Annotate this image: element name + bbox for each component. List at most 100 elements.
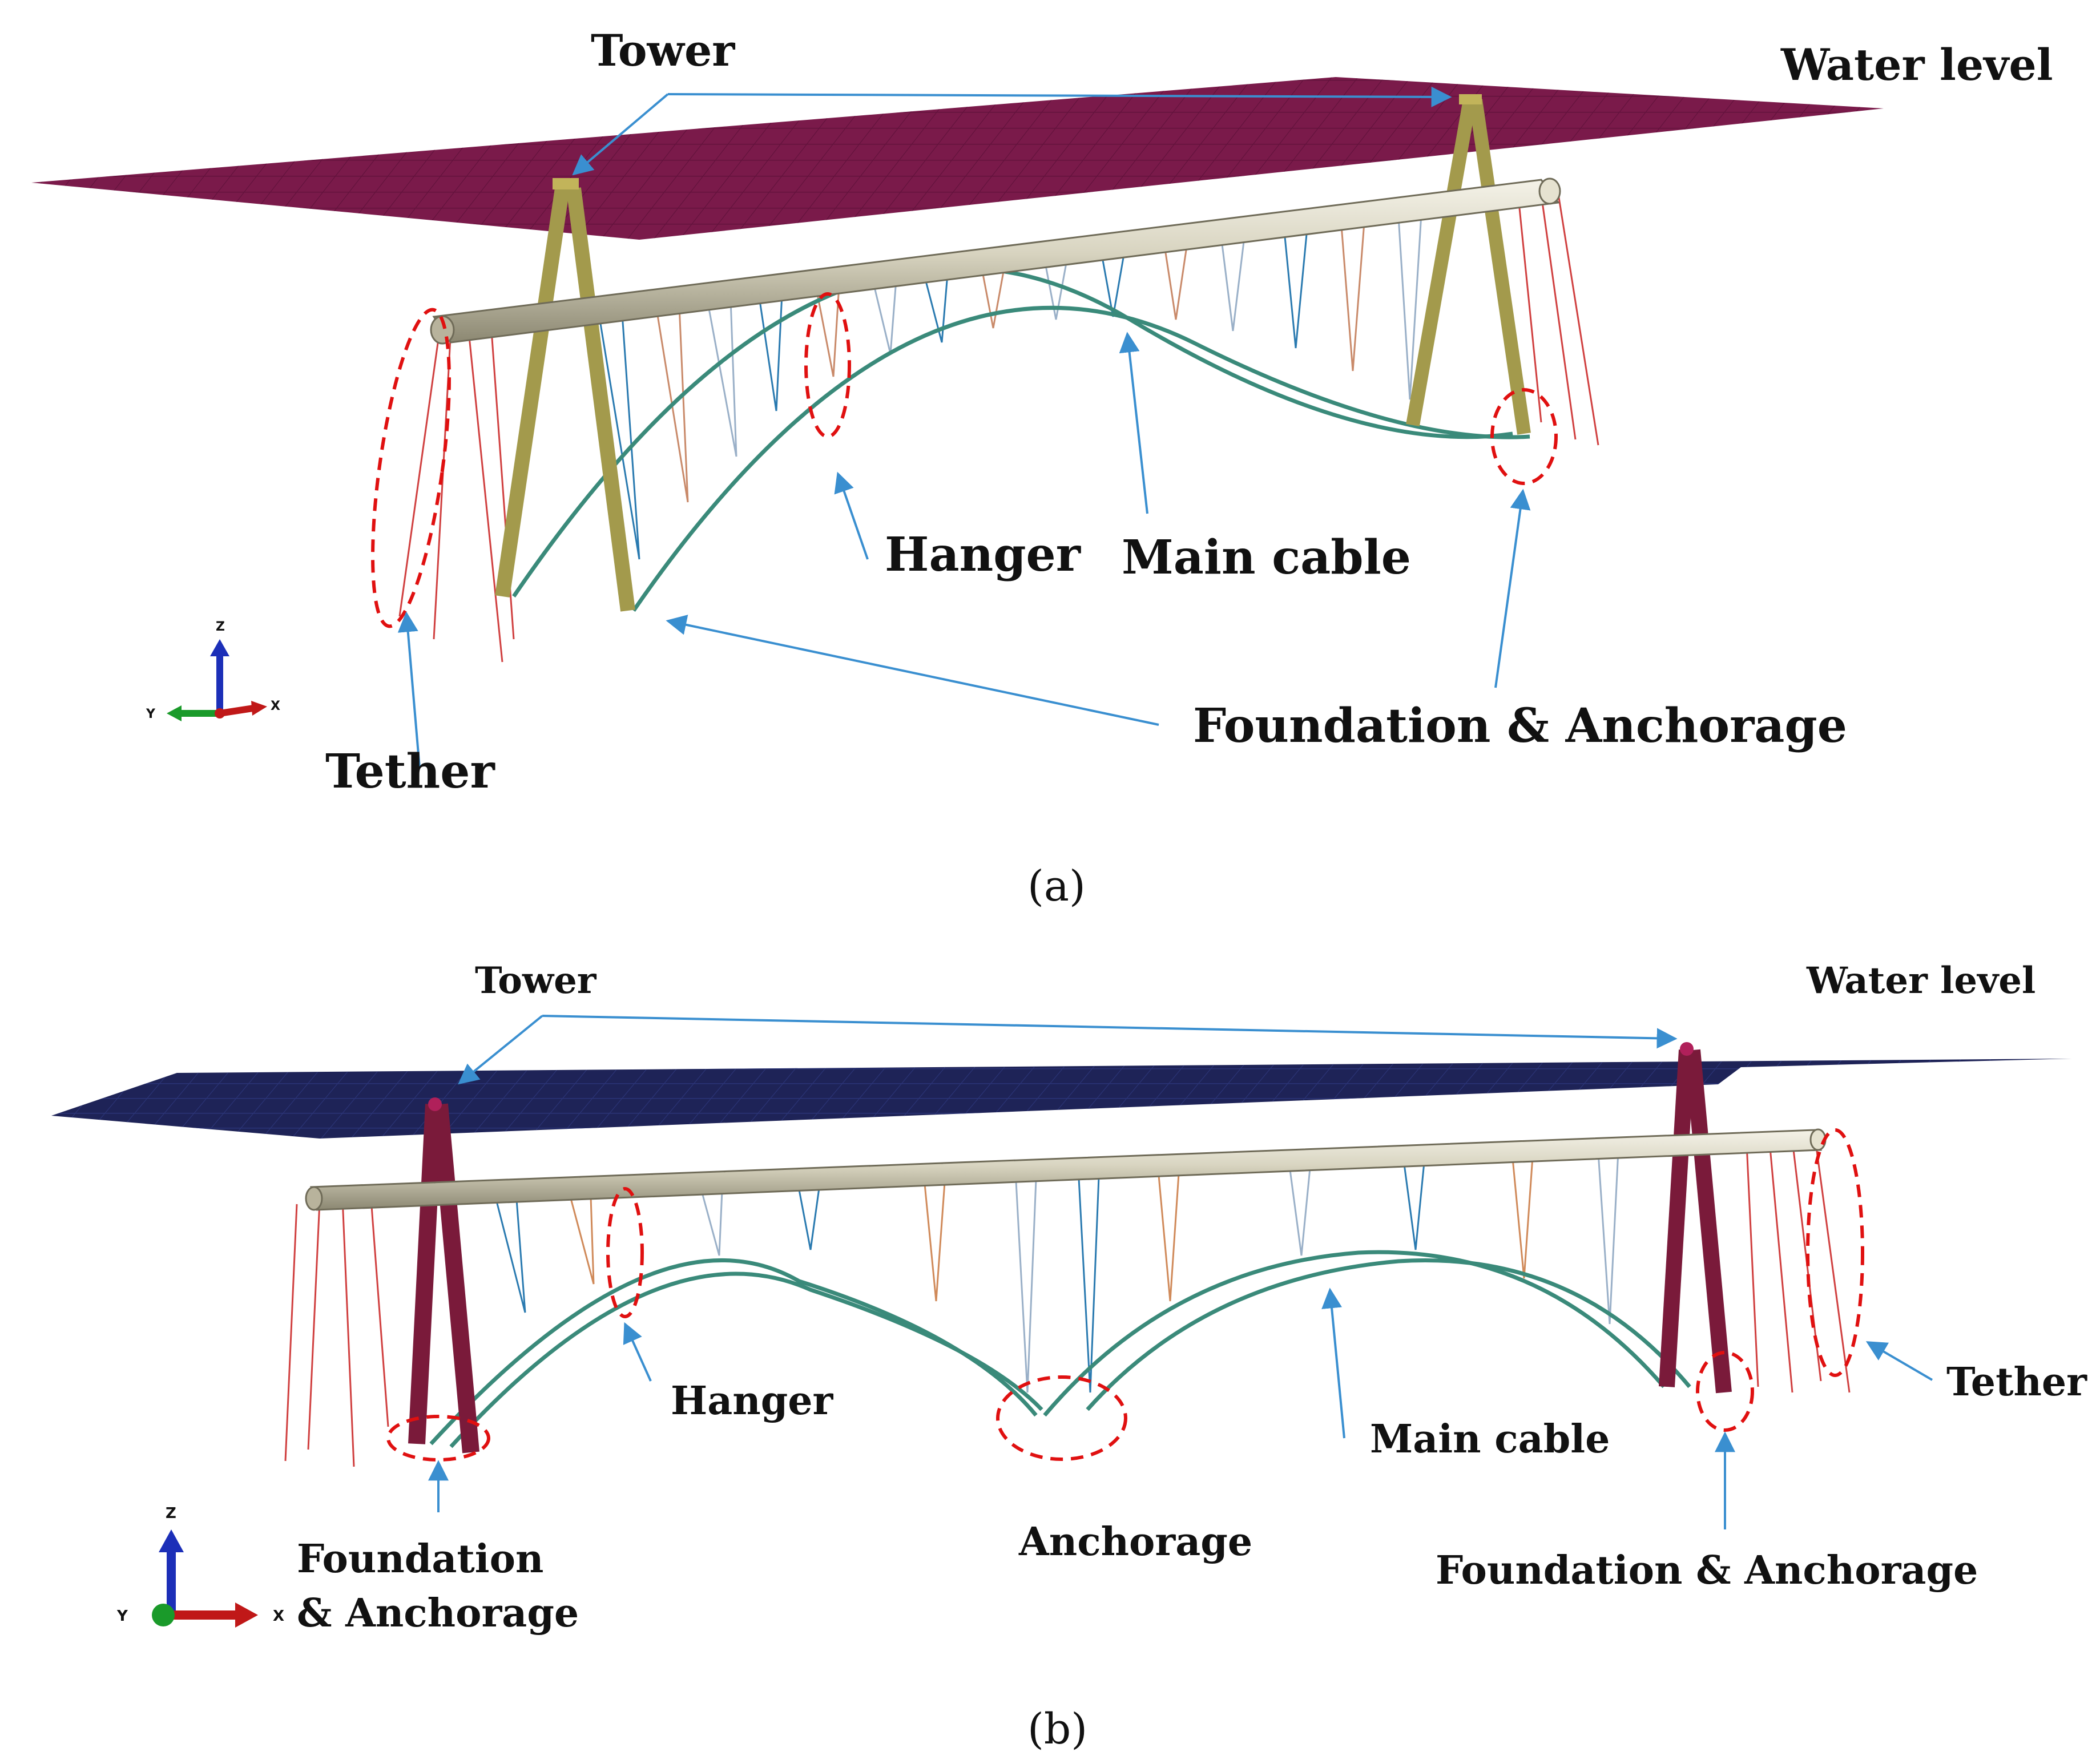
- triad-y-label: Y: [116, 1608, 128, 1625]
- label-anchorage: Anchorage: [1018, 1519, 1252, 1565]
- tether-highlight: [1806, 1128, 1864, 1377]
- water-level-grid: [51, 1059, 2072, 1139]
- hanger-line: [598, 313, 640, 560]
- tether-line: [284, 1204, 298, 1462]
- hanger-highlight: [606, 1187, 644, 1318]
- coordinate-triad: Z Y X: [146, 620, 280, 721]
- triad-x-label: X: [273, 1608, 284, 1625]
- hanger-line: [1597, 1151, 1619, 1325]
- hanger-line: [1403, 1162, 1425, 1250]
- label-water-level: Water level: [1780, 39, 2053, 90]
- tether-line: [398, 330, 441, 617]
- label-foundation: Foundation: [297, 1536, 543, 1582]
- label-tether: Tether: [1946, 1359, 2087, 1405]
- hanger-line: [570, 1196, 595, 1285]
- hanger-line: [1397, 213, 1422, 400]
- foundation-highlight: [386, 1415, 490, 1462]
- hanger-line: [1015, 1179, 1037, 1393]
- hanger-line: [758, 293, 783, 411]
- hanger-line: [1340, 222, 1365, 372]
- tower-leader: [542, 1015, 1678, 1049]
- label-hanger: Hanger: [885, 527, 1082, 582]
- main-cable: [449, 1271, 1043, 1448]
- tether-line: [433, 328, 452, 640]
- hanger-line: [924, 1182, 946, 1302]
- hanger-line: [1220, 236, 1246, 332]
- anchorage-highlight: [996, 1375, 1127, 1461]
- hanger-line: [495, 1199, 526, 1313]
- label-foundation-anchorage: Foundation & Anchorage: [1436, 1548, 1978, 1593]
- hanger-line: [655, 305, 689, 503]
- label-main-cable: Main cable: [1370, 1416, 1610, 1462]
- hanger-line: [1289, 1168, 1311, 1256]
- main-cable: [1043, 1250, 1666, 1417]
- anchorage-highlight: [1490, 388, 1558, 485]
- hanger-lines: [495, 1151, 1619, 1393]
- hanger-line: [981, 265, 1006, 329]
- tower: [1659, 1049, 1732, 1394]
- tether-line: [370, 1198, 389, 1427]
- hanger-line: [924, 273, 949, 343]
- tube-end: [305, 1186, 323, 1211]
- main-cable-leader: [1321, 1287, 1345, 1439]
- hanger-line: [1101, 251, 1126, 317]
- label-water-level: Water level: [1806, 959, 2035, 1002]
- anchorage-leader: [1494, 489, 1531, 688]
- tower: [1406, 98, 1531, 435]
- tether-line: [1768, 1141, 1793, 1393]
- triad-y-label: Y: [146, 707, 156, 721]
- main-cable: [1086, 1258, 1691, 1411]
- hanger-line: [1511, 1156, 1534, 1279]
- caption-a: (a): [1027, 862, 1086, 911]
- hanger-line: [1283, 228, 1308, 349]
- water-level-grid: [31, 77, 1884, 240]
- tower-top: [553, 178, 579, 189]
- floating-tube: [310, 1129, 1822, 1211]
- tower-top: [1680, 1042, 1694, 1056]
- hanger-line: [1043, 256, 1069, 320]
- tower-top: [428, 1097, 442, 1111]
- tether-line: [307, 1201, 321, 1450]
- anchorage-leader: [666, 615, 1159, 726]
- caption-b: (b): [1027, 1705, 1087, 1754]
- label-tether: Tether: [325, 744, 495, 799]
- label-tower: Tower: [591, 25, 735, 76]
- tether-line: [1557, 193, 1599, 446]
- triad-z-label: Z: [166, 1505, 176, 1522]
- anchorage-highlight: [1696, 1351, 1754, 1432]
- triad-x-label: X: [271, 699, 280, 713]
- label-hanger: Hanger: [671, 1378, 834, 1424]
- hanger-line: [1158, 1173, 1180, 1302]
- coordinate-triad: Z Y X: [116, 1505, 284, 1628]
- main-cable: [512, 265, 1513, 598]
- tower-leader: [572, 93, 669, 176]
- hanger-line: [1163, 242, 1188, 320]
- label-tower: Tower: [475, 959, 597, 1002]
- tether-line: [1814, 1138, 1851, 1393]
- hanger-line: [707, 299, 737, 457]
- tower-leader: [458, 1015, 543, 1085]
- tether-line: [341, 1198, 355, 1467]
- panel-a: Z Y X Tower Water level Hanger Main cabl…: [31, 25, 2053, 911]
- hanger-leader: [834, 471, 869, 560]
- hanger-line: [1078, 1176, 1100, 1393]
- tube-end: [1538, 177, 1561, 205]
- hanger-leader: [623, 1322, 652, 1382]
- label-main-cable: Main cable: [1122, 530, 1411, 585]
- tether-line: [1746, 1144, 1759, 1387]
- hanger-line: [815, 285, 840, 377]
- tether-line: [467, 325, 503, 663]
- tower-leader: [667, 86, 1452, 107]
- tether-line: [1517, 196, 1542, 423]
- tower: [408, 1103, 479, 1454]
- main-cable-leader: [1119, 332, 1148, 514]
- tower: [495, 187, 635, 612]
- tether-leader: [397, 611, 421, 768]
- label-foundation-anchorage: Foundation & Anchorage: [1193, 699, 1847, 753]
- hanger-highlight: [804, 292, 851, 438]
- tether-leader: [1865, 1341, 1933, 1381]
- tether-line: [1540, 193, 1577, 440]
- hanger-line: [798, 1188, 820, 1250]
- main-cable: [632, 305, 1530, 612]
